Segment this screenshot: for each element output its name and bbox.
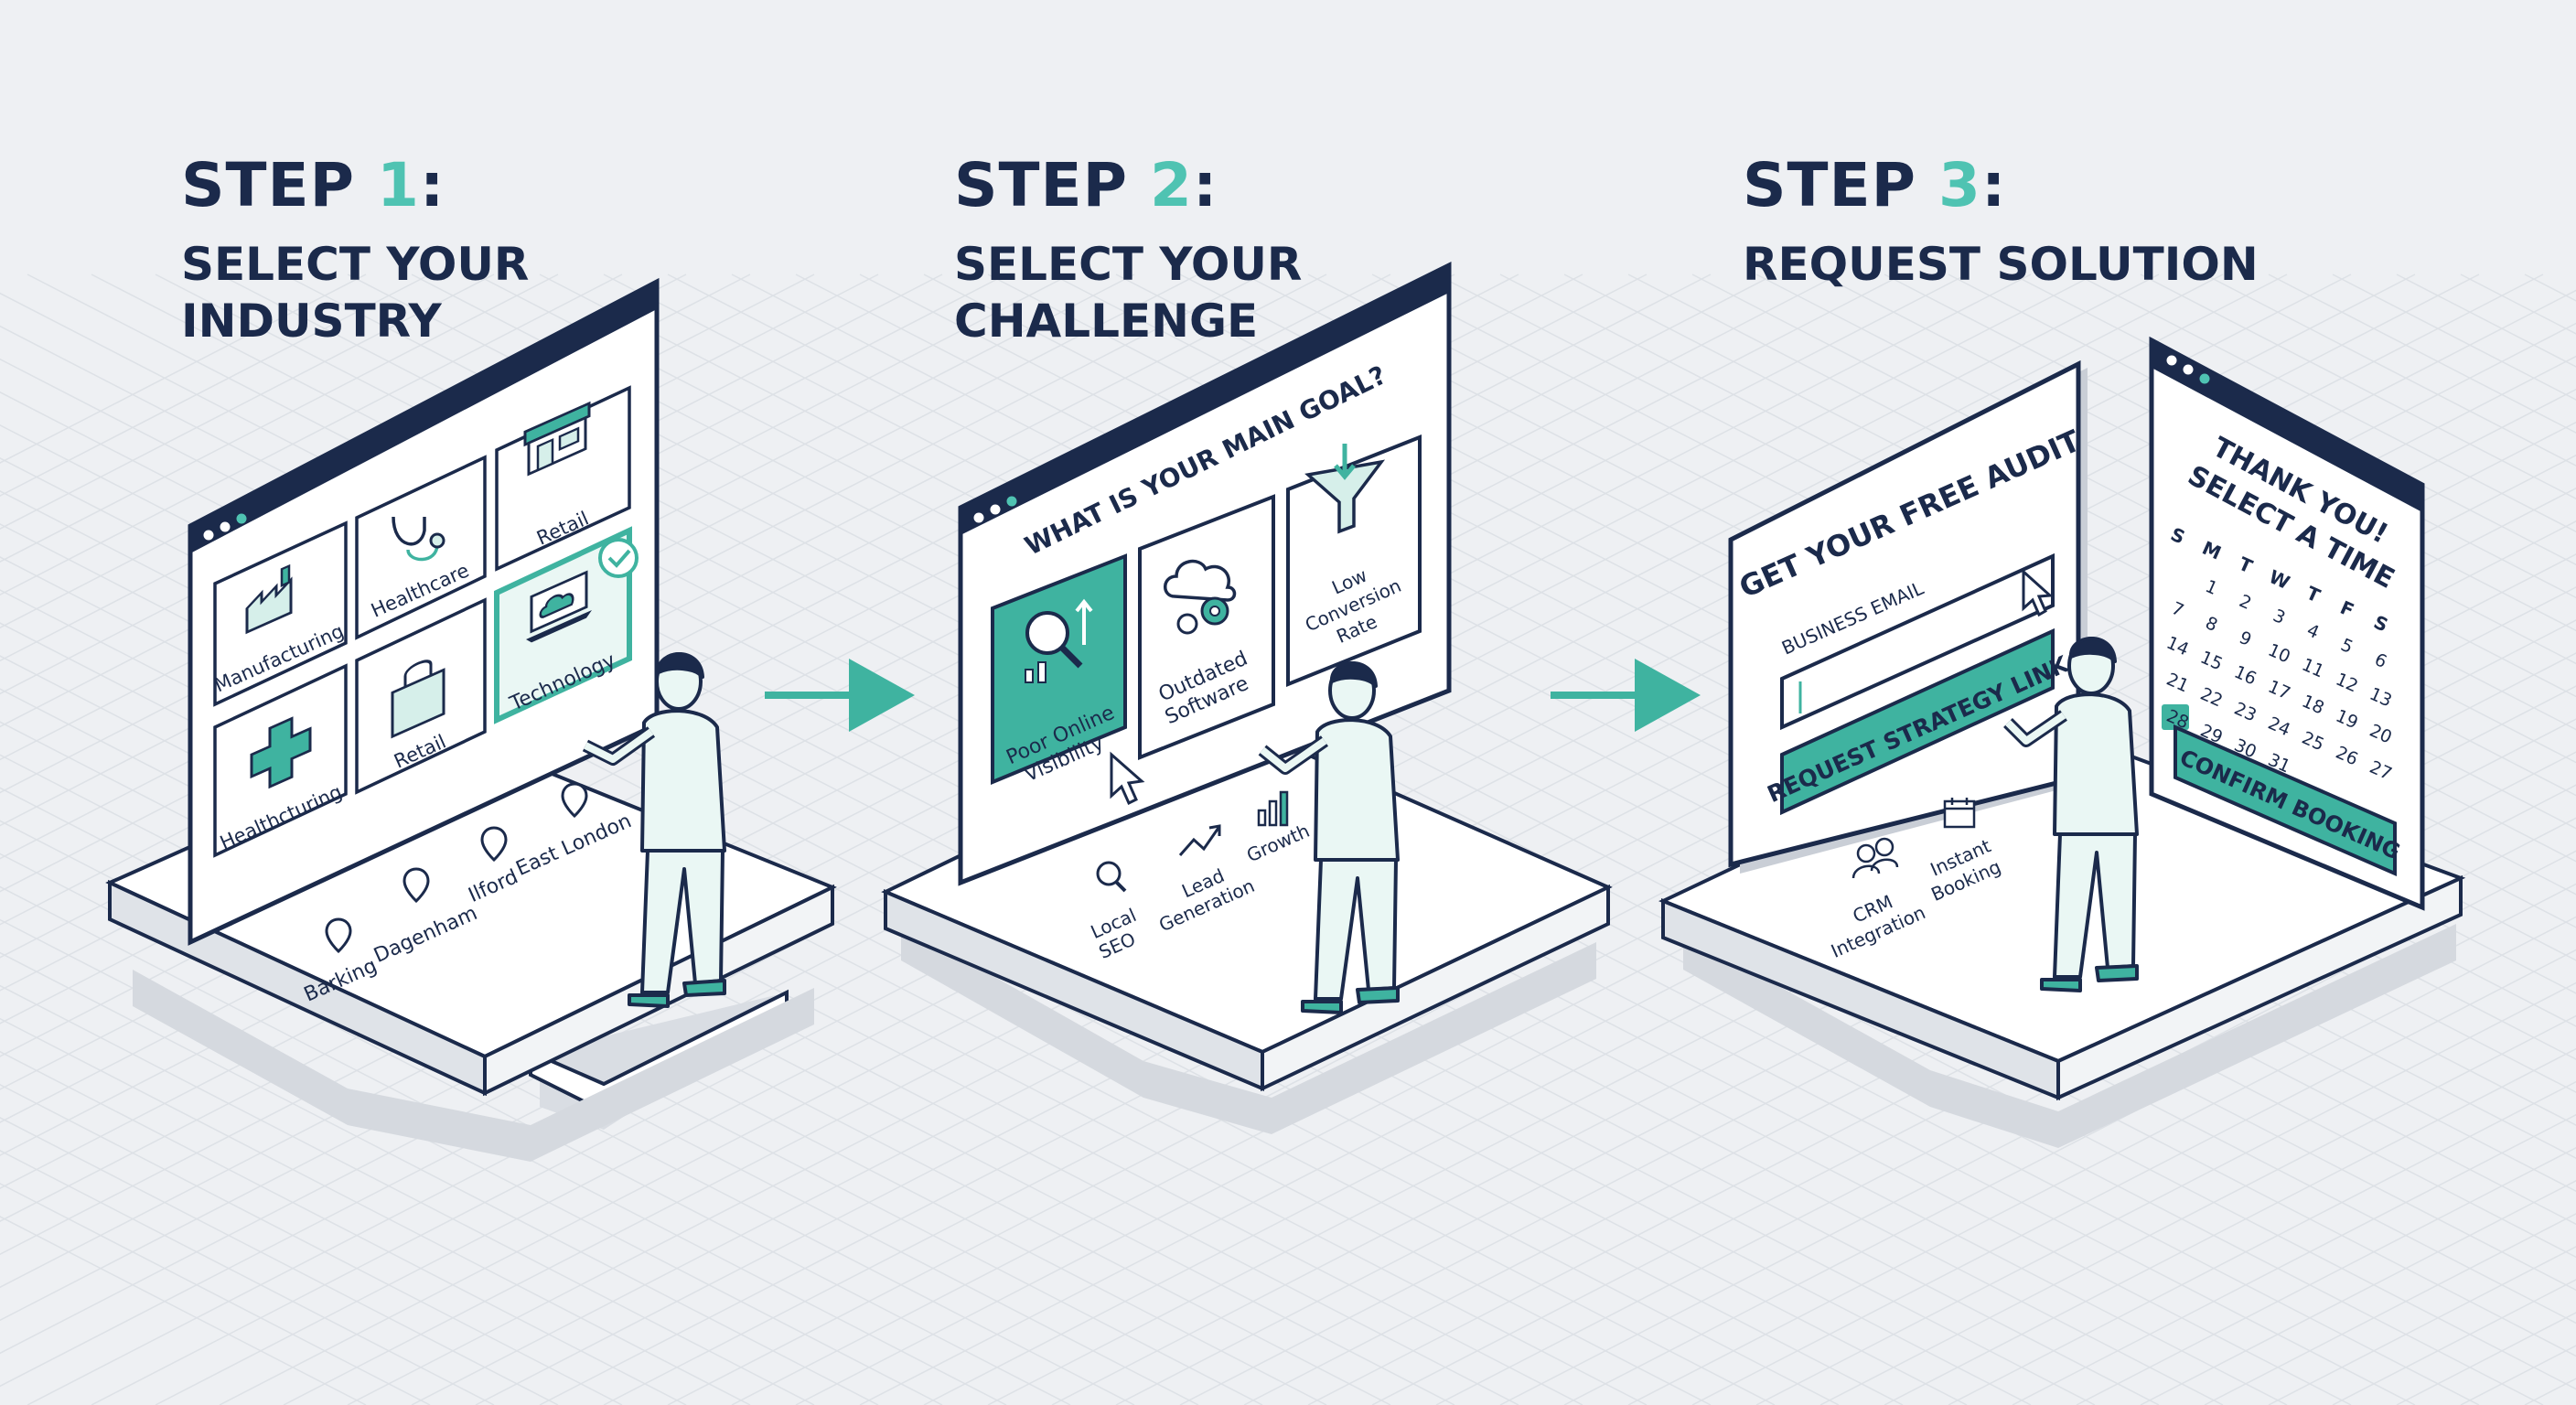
window-dot-icon	[2166, 355, 2177, 366]
window-titlebar	[961, 265, 1449, 535]
shopping-bag-icon	[391, 660, 445, 739]
step-2-shadow	[901, 924, 1596, 1134]
window-dot-icon	[990, 504, 1001, 515]
step-1-kiosk-screen[interactable]: Manufacturing Healthcare	[188, 277, 660, 946]
trend-up-icon	[1178, 824, 1221, 856]
cloud-gear-icon	[1164, 559, 1237, 635]
selected-day-highlight	[2162, 704, 2189, 730]
step-3-heading: STEP 3: REQUEST SOLUTION	[1743, 150, 2259, 292]
step-2-title-line-2: CHALLENGE	[954, 295, 1259, 348]
step-3-scene: GET YOUR FREE AUDIT BUSINESS EMAIL REQUE…	[1658, 336, 2466, 1148]
medical-cross-icon	[250, 716, 312, 789]
location-pin-icon	[561, 782, 588, 819]
calendar-icon	[1943, 798, 1976, 829]
window-dot-icon	[220, 521, 231, 532]
window-dot-icon	[1006, 496, 1017, 507]
step-3-shadow	[1683, 924, 2456, 1148]
goal-option-outdated-software[interactable]: Outdated Software	[1138, 494, 1275, 760]
mouse-cursor-icon	[2022, 568, 2054, 617]
confirm-booking-button[interactable]	[2174, 724, 2397, 877]
storefront-icon	[523, 401, 591, 477]
factory-icon	[245, 563, 293, 635]
location-pin-icon	[480, 826, 508, 863]
step-2-number: 2	[1150, 150, 1193, 220]
request-strategy-link-button[interactable]	[1780, 627, 2055, 816]
step-1-shadow	[133, 970, 814, 1162]
window-titlebar	[2152, 340, 2422, 512]
goal-option-low-conversion-rate[interactable]: Low Conversion Rate	[1286, 434, 1422, 687]
step-1-title-line-2: INDUSTRY	[181, 295, 442, 348]
window-dot-icon	[203, 530, 214, 541]
step-2-scene: WHAT IS YOUR MAIN GOAL? Poor Online Visi…	[881, 261, 1613, 1134]
funnel-icon	[1304, 444, 1386, 534]
industry-tile-retail-bag[interactable]: Retail	[355, 597, 487, 795]
search-icon	[1096, 861, 1127, 893]
window-dot-icon	[236, 513, 247, 524]
bar-chart-icon	[1257, 790, 1289, 827]
step-3-number: 3	[1938, 150, 1981, 220]
stethoscope-icon	[392, 516, 445, 562]
checkmark-badge-icon	[598, 538, 639, 578]
industry-tile-manufacturing[interactable]: Manufacturing	[211, 520, 348, 707]
window-dot-icon	[2199, 373, 2210, 384]
booking-calendar-panel[interactable]: THANK YOU! SELECT A TIME SMTWTFS12345678…	[2149, 336, 2425, 911]
person-figure	[2003, 637, 2139, 992]
people-icon	[1852, 837, 1899, 879]
magnifier-chart-icon	[1025, 598, 1093, 683]
step-3-title-line-1: REQUEST SOLUTION	[1743, 238, 2259, 291]
location-pin-icon	[325, 917, 352, 954]
window-titlebar	[190, 282, 657, 553]
person-figure	[1258, 661, 1400, 1014]
email-input[interactable]	[1780, 552, 2055, 731]
checkmark-icon	[607, 549, 631, 568]
step-1-title-line-1: SELECT YOUR	[181, 238, 530, 291]
step-1-scene: Manufacturing Healthcare	[105, 277, 837, 1162]
location-pin-icon	[402, 867, 430, 904]
window-dot-icon	[973, 512, 984, 523]
step-1-number: 1	[377, 150, 420, 220]
goal-option-poor-online-visibility[interactable]: Poor Online Visibility	[991, 553, 1145, 806]
mouse-cursor-icon	[1110, 751, 1145, 806]
window-dot-icon	[2183, 364, 2194, 375]
person-figure	[582, 652, 726, 1008]
step-2-title-line-1: SELECT YOUR	[954, 238, 1303, 291]
laptop-cloud-icon	[526, 570, 592, 643]
